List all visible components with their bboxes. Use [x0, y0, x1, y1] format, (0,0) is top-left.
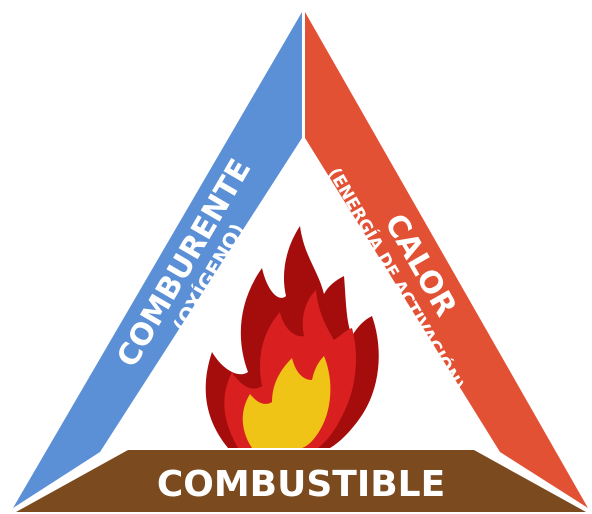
- combustible-base: [16, 450, 586, 512]
- flame-inner: [242, 356, 331, 448]
- flame-icon: [205, 226, 379, 448]
- comburente-title: COMBURENTE: [110, 153, 258, 373]
- combustible-title: COMBUSTIBLE: [157, 464, 445, 505]
- comburente-side: [13, 12, 302, 508]
- calor-side: [305, 12, 588, 508]
